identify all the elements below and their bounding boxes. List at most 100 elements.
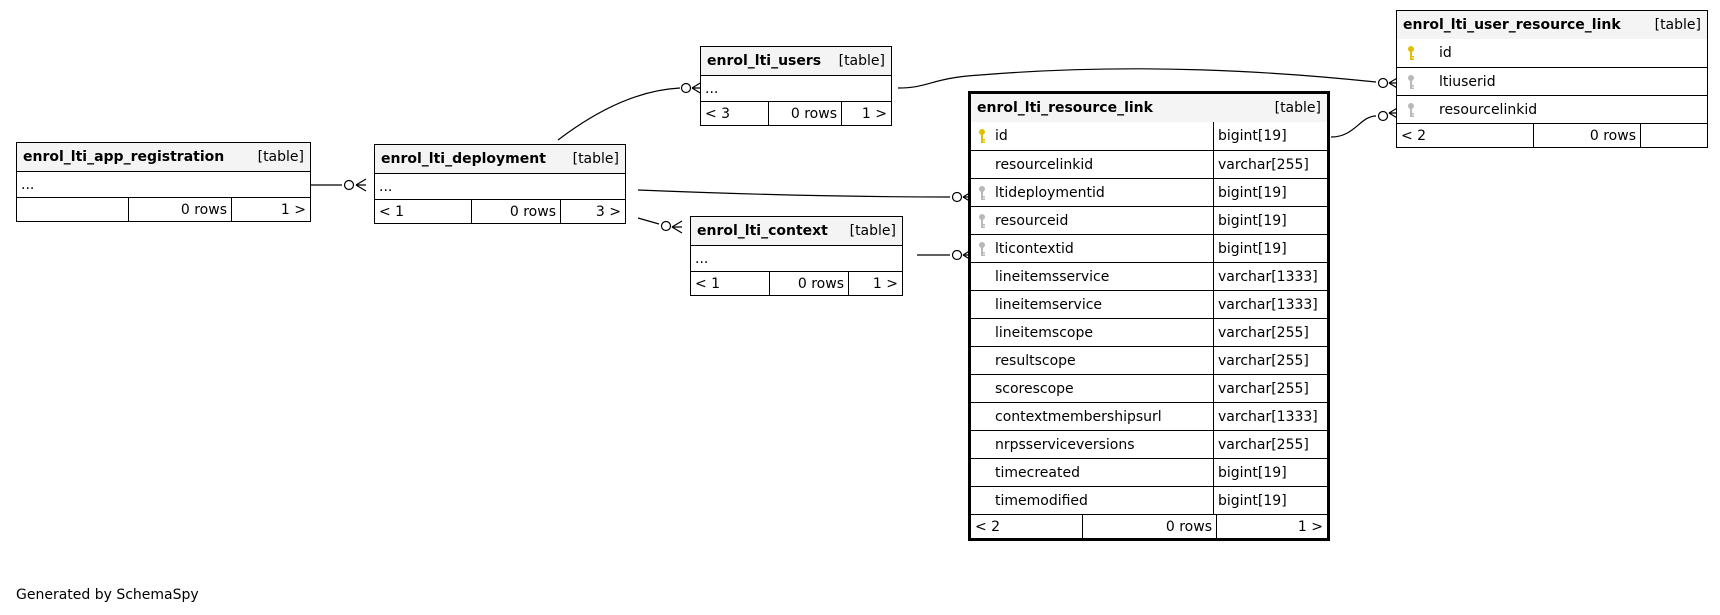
- parents-count: < 1: [695, 275, 721, 292]
- blank-icon: [971, 151, 993, 178]
- table-deployment[interactable]: enrol_lti_deployment [table] ... < 1 0 r…: [374, 144, 626, 224]
- table-footer: 0 rows 1 >: [17, 197, 310, 221]
- column-name: timemodified: [995, 492, 1088, 509]
- column-name: resourceid: [995, 212, 1069, 229]
- column-type: bigint[19]: [1213, 179, 1327, 206]
- parents-count: < 2: [975, 518, 1001, 535]
- column-list: id ltiuserid resourcelinkid: [1397, 39, 1707, 123]
- table-name: enrol_lti_context: [697, 223, 828, 239]
- parents-count: < 1: [379, 203, 405, 220]
- children-count: 1 >: [848, 272, 902, 295]
- blank-icon: [971, 487, 993, 514]
- column-row: lineitemscope varchar[255]: [971, 318, 1327, 346]
- blank-icon: [971, 291, 993, 318]
- blank-icon: [971, 375, 993, 402]
- column-type: varchar[1333]: [1213, 291, 1327, 318]
- column-name: lineitemservice: [995, 296, 1103, 313]
- columns-ellipsis: ...: [17, 171, 310, 197]
- column-row: timemodified bigint[19]: [971, 486, 1327, 514]
- table-context[interactable]: enrol_lti_context [table] ... < 1 0 rows…: [690, 216, 903, 296]
- column-name: nrpsserviceversions: [995, 436, 1135, 453]
- children-count: [1640, 124, 1707, 147]
- table-kind: [table]: [257, 149, 304, 165]
- columns-ellipsis: ...: [375, 173, 625, 199]
- table-footer: < 1 0 rows 1 >: [691, 271, 902, 295]
- table-app-registration[interactable]: enrol_lti_app_registration [table] ... 0…: [16, 142, 311, 222]
- blank-icon: [971, 263, 993, 290]
- column-type: bigint[19]: [1213, 235, 1327, 262]
- blank-icon: [971, 319, 993, 346]
- column-row: lineitemservice varchar[1333]: [971, 290, 1327, 318]
- row-count: 0 rows: [1533, 124, 1640, 147]
- children-count: 1 >: [231, 198, 310, 221]
- foreign-key-icon: [1397, 68, 1425, 95]
- foreign-key-icon: [971, 207, 993, 234]
- table-footer: < 1 0 rows 3 >: [375, 199, 625, 223]
- children-count: 3 >: [560, 200, 625, 223]
- column-row: nrpsserviceversions varchar[255]: [971, 430, 1327, 458]
- column-name: lineitemsservice: [995, 268, 1110, 285]
- foreign-key-icon: [971, 179, 993, 206]
- table-header: enrol_lti_users [table]: [701, 47, 891, 75]
- column-name: resourcelinkid: [1439, 101, 1538, 118]
- primary-key-icon: [971, 122, 993, 150]
- blank-icon: [971, 459, 993, 486]
- table-user-resource-link[interactable]: enrol_lti_user_resource_link [table] id l…: [1396, 10, 1708, 148]
- link-deployment-users: [557, 87, 681, 141]
- column-type: varchar[255]: [1213, 319, 1327, 346]
- column-row: ltiuserid: [1397, 67, 1707, 95]
- columns-ellipsis: ...: [691, 245, 902, 271]
- table-name: enrol_lti_user_resource_link: [1403, 17, 1621, 33]
- primary-key-icon: [1397, 39, 1425, 67]
- blank-icon: [971, 403, 993, 430]
- link-deployment-resource-link: [637, 189, 951, 198]
- table-kind: [table]: [1654, 17, 1701, 33]
- link-users-user-resource-link: [897, 68, 1377, 89]
- table-name: enrol_lti_users: [707, 53, 822, 69]
- blank-icon: [971, 347, 993, 374]
- column-type: varchar[255]: [1213, 375, 1327, 402]
- column-name: resultscope: [995, 352, 1076, 369]
- table-header: enrol_lti_resource_link [table]: [971, 94, 1327, 122]
- column-type: bigint[19]: [1213, 122, 1327, 150]
- column-name: lineitemscope: [995, 324, 1093, 341]
- column-name: scorescope: [995, 380, 1074, 397]
- column-name: contextmembershipsurl: [995, 408, 1162, 425]
- column-name: ltideploymentid: [995, 184, 1105, 201]
- table-header: enrol_lti_deployment [table]: [375, 145, 625, 173]
- column-type: varchar[255]: [1213, 151, 1327, 178]
- column-type: varchar[255]: [1213, 347, 1327, 374]
- row-count: 0 rows: [1082, 515, 1216, 538]
- table-kind: [table]: [838, 53, 885, 69]
- table-footer: < 2 0 rows: [1397, 123, 1707, 147]
- column-type: varchar[1333]: [1213, 263, 1327, 290]
- table-footer: < 3 0 rows 1 >: [701, 101, 891, 125]
- column-type: varchar[255]: [1213, 431, 1327, 458]
- generator-credit: Generated by SchemaSpy: [16, 587, 199, 603]
- table-header: enrol_lti_context [table]: [691, 217, 902, 245]
- table-users[interactable]: enrol_lti_users [table] ... < 3 0 rows 1…: [700, 46, 892, 126]
- column-row: resultscope varchar[255]: [971, 346, 1327, 374]
- parents-count: [17, 198, 128, 221]
- table-resource-link[interactable]: enrol_lti_resource_link [table] id bigint…: [968, 91, 1330, 541]
- link-resource-link-user-resource-link: [1330, 115, 1377, 138]
- column-type: bigint[19]: [1213, 487, 1327, 514]
- table-name: enrol_lti_resource_link: [977, 100, 1153, 116]
- column-row: id: [1397, 39, 1707, 67]
- column-row: id bigint[19]: [971, 122, 1327, 150]
- column-name: lticontextid: [995, 240, 1074, 257]
- column-name: ltiuserid: [1439, 73, 1496, 90]
- row-count: 0 rows: [768, 102, 841, 125]
- column-row: scorescope varchar[255]: [971, 374, 1327, 402]
- children-count: 1 >: [1216, 515, 1327, 538]
- column-row: resourcelinkid: [1397, 95, 1707, 123]
- column-name: id: [995, 128, 1008, 144]
- foreign-key-icon: [1397, 96, 1425, 123]
- foreign-key-icon: [971, 235, 993, 262]
- table-footer: < 2 0 rows 1 >: [971, 514, 1327, 538]
